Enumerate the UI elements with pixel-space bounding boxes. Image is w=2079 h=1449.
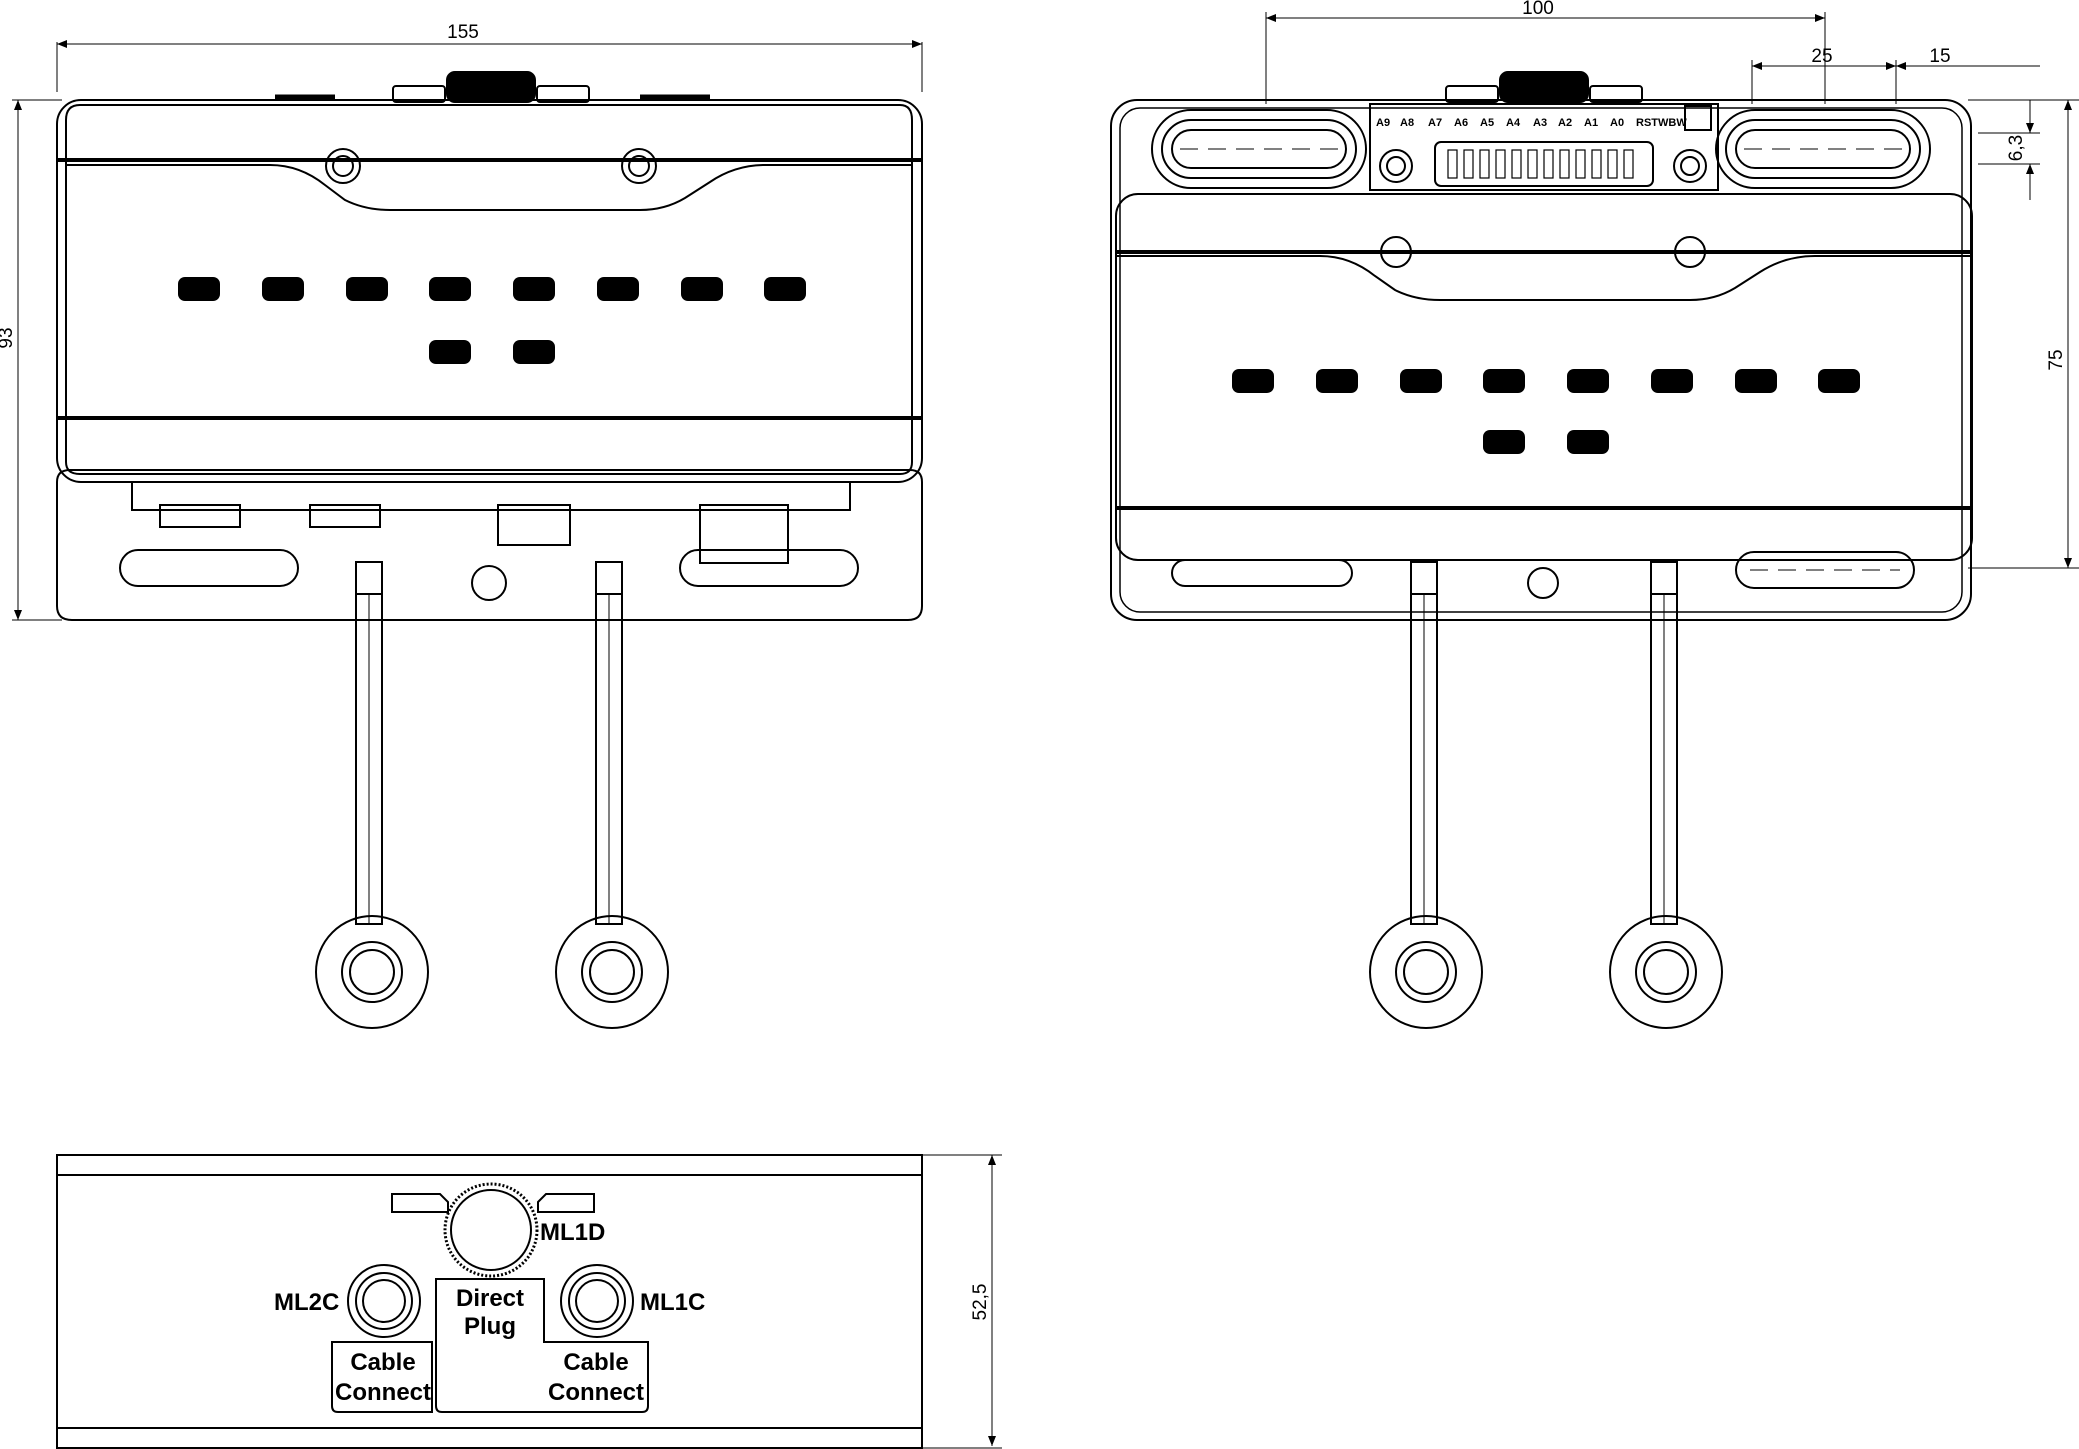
switch-labels: A9 A8 A7 A6 A5 A4 A3 A2 A1 A0 RST WBW <box>1376 117 1687 129</box>
label-plug: Plug <box>464 1313 516 1340</box>
ml1c-connector <box>560 1264 634 1338</box>
switch-label-a0: A0 <box>1610 117 1624 129</box>
switch-label-a6: A6 <box>1454 117 1468 129</box>
led-row <box>178 277 806 364</box>
led <box>1735 369 1777 393</box>
led <box>429 340 471 364</box>
cable-left <box>315 561 429 1029</box>
led <box>513 340 555 364</box>
rear-screw-right <box>1674 236 1706 268</box>
led-window-right <box>537 1193 595 1213</box>
screw-left <box>325 148 361 184</box>
led <box>1483 430 1525 454</box>
led <box>764 277 806 301</box>
rear-bottom-slot-left <box>1171 559 1353 587</box>
switch-label-a2: A2 <box>1558 117 1572 129</box>
mount-slot <box>119 549 299 587</box>
top-connector-left <box>392 85 446 103</box>
dip-switches <box>1447 149 1634 179</box>
rear-led-row <box>1232 369 1860 454</box>
direct-plug-box <box>435 1278 649 1413</box>
rear-cover <box>1115 193 1973 561</box>
dip-switch-panel <box>1369 103 1719 191</box>
led <box>1483 369 1525 393</box>
dim-label-6-3: 6,3 <box>2006 135 2027 161</box>
label-direct: Direct <box>456 1285 524 1312</box>
switch-label-a4: A4 <box>1506 117 1521 129</box>
switch-label-a5: A5 <box>1480 117 1494 129</box>
dip-screw-left <box>1379 149 1413 183</box>
dim-label-52-5: 52,5 <box>970 1284 991 1321</box>
led <box>1651 369 1693 393</box>
label-ml1c: ML1C <box>640 1289 705 1316</box>
label-ml2c: ML2C <box>274 1289 339 1316</box>
switch-label-a7: A7 <box>1428 117 1442 129</box>
led <box>1567 430 1609 454</box>
label-ml1d: ML1D <box>540 1219 605 1246</box>
switch-label-a3: A3 <box>1533 117 1547 129</box>
screw-right <box>621 148 657 184</box>
label-connect-left: Connect <box>335 1379 431 1406</box>
rear-bottom-slot-right <box>1735 551 1915 589</box>
rear-top-slot-left <box>1151 109 1367 189</box>
dim-label-75: 75 <box>2046 349 2067 370</box>
label-connect-right: Connect <box>548 1379 644 1406</box>
base-plate <box>56 469 923 621</box>
switch-label-wbw: WBW <box>1658 117 1687 129</box>
label-cable-right: Cable <box>563 1349 628 1376</box>
switch-label-a1: A1 <box>1584 117 1598 129</box>
bottom-view <box>56 1154 1002 1449</box>
switch-label-a9: A9 <box>1376 117 1390 129</box>
rear-cable-right <box>1609 561 1723 1029</box>
led <box>1567 369 1609 393</box>
dim-label-100: 100 <box>1522 0 1554 19</box>
switch-label-rst: RST <box>1636 117 1658 129</box>
rear-view <box>1110 12 2079 1029</box>
led <box>513 277 555 301</box>
ml2c-connector <box>347 1264 421 1338</box>
led <box>1818 369 1860 393</box>
dip-screw-right <box>1673 149 1707 183</box>
rotary-knob <box>446 71 536 103</box>
led <box>1400 369 1442 393</box>
led <box>429 277 471 301</box>
led <box>1316 369 1358 393</box>
top-connector-right <box>536 85 590 103</box>
ml1d-connector <box>443 1182 539 1278</box>
connector-block <box>131 481 851 511</box>
cover-plate <box>65 104 913 475</box>
label-cable-left: Cable <box>350 1349 415 1376</box>
mount-slot <box>679 549 859 587</box>
top-contour <box>66 164 912 211</box>
rotary-knob-rear <box>1499 71 1589 103</box>
cable-connect-box-left <box>331 1341 433 1413</box>
rear-mount-hole <box>1527 567 1559 599</box>
rear-cable-left <box>1369 561 1483 1029</box>
led-window-left <box>391 1193 449 1213</box>
front-view <box>12 40 923 1029</box>
led <box>262 277 304 301</box>
dim-label-width: 155 <box>447 22 479 43</box>
led <box>681 277 723 301</box>
dim-label-25: 25 <box>1811 46 1832 67</box>
mount-hole <box>471 565 507 601</box>
rear-top-slot-right <box>1715 109 1931 189</box>
led <box>346 277 388 301</box>
led <box>178 277 220 301</box>
dim-label-height: 93 <box>0 327 17 348</box>
rear-screw-left <box>1380 236 1412 268</box>
led <box>1232 369 1274 393</box>
dim-label-15: 15 <box>1929 46 1950 67</box>
switch-label-a8: A8 <box>1400 117 1414 129</box>
side-housing <box>56 1154 923 1449</box>
cable-right <box>555 561 669 1029</box>
led <box>597 277 639 301</box>
